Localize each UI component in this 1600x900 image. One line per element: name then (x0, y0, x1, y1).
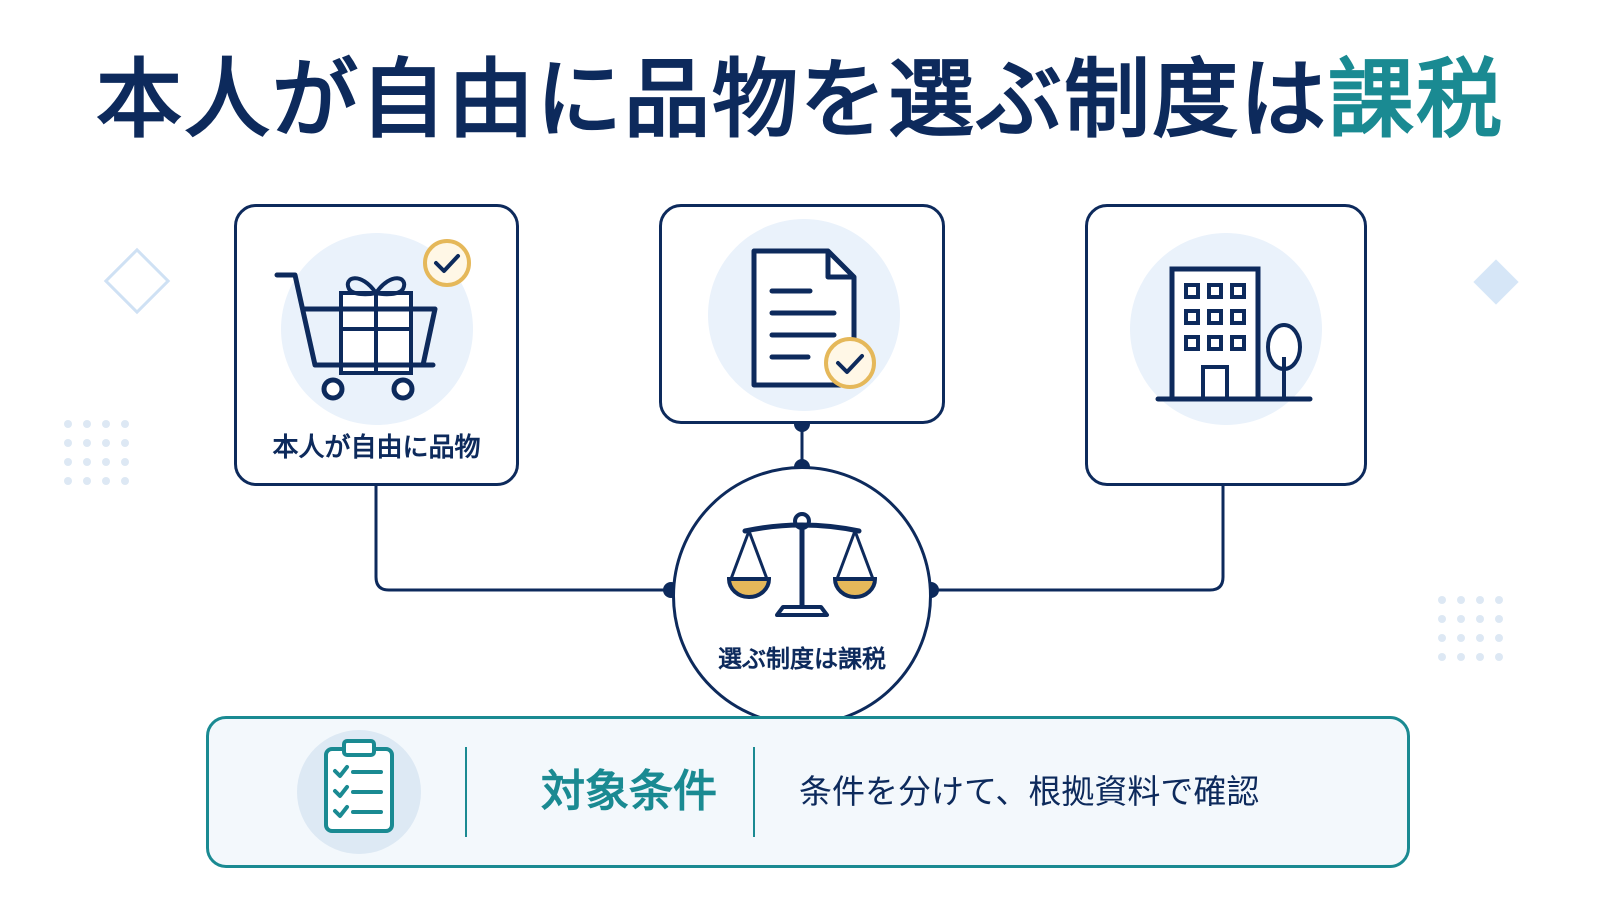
balance-scale-icon (726, 512, 878, 617)
title-main: 本人が自由に品物を選ぶ制度は (96, 50, 1328, 150)
card-gift-selection: 本人が自由に品物 (234, 204, 519, 486)
clipboard-checklist-icon (297, 730, 421, 854)
decor-diamond-left (103, 247, 171, 315)
connector-left (374, 486, 671, 592)
connector-right (931, 486, 1225, 592)
card-building (1085, 204, 1367, 486)
decor-dots-left (64, 420, 129, 485)
center-node: 選ぶ制度は課税 (672, 466, 932, 726)
title-accent: 課税 (1328, 50, 1504, 150)
conditions-panel: 対象条件 条件を分けて、根拠資料で確認 (206, 716, 1410, 868)
card-label-gift: 本人が自由に品物 (272, 433, 481, 463)
page-title: 本人が自由に品物を選ぶ制度は課税 (0, 40, 1600, 160)
decor-dots-right (1438, 596, 1503, 661)
divider-right (753, 747, 755, 837)
document-check-icon (708, 219, 900, 411)
conditions-description: 条件を分けて、根拠資料で確認 (799, 772, 1260, 811)
conditions-title: 対象条件 (541, 766, 717, 817)
center-label: 選ぶ制度は課税 (718, 645, 886, 673)
decor-diamond-right (1473, 259, 1519, 305)
divider-left (465, 747, 467, 837)
building-icon (1130, 233, 1322, 425)
card-document (659, 204, 945, 424)
gift-cart-icon (274, 233, 473, 425)
